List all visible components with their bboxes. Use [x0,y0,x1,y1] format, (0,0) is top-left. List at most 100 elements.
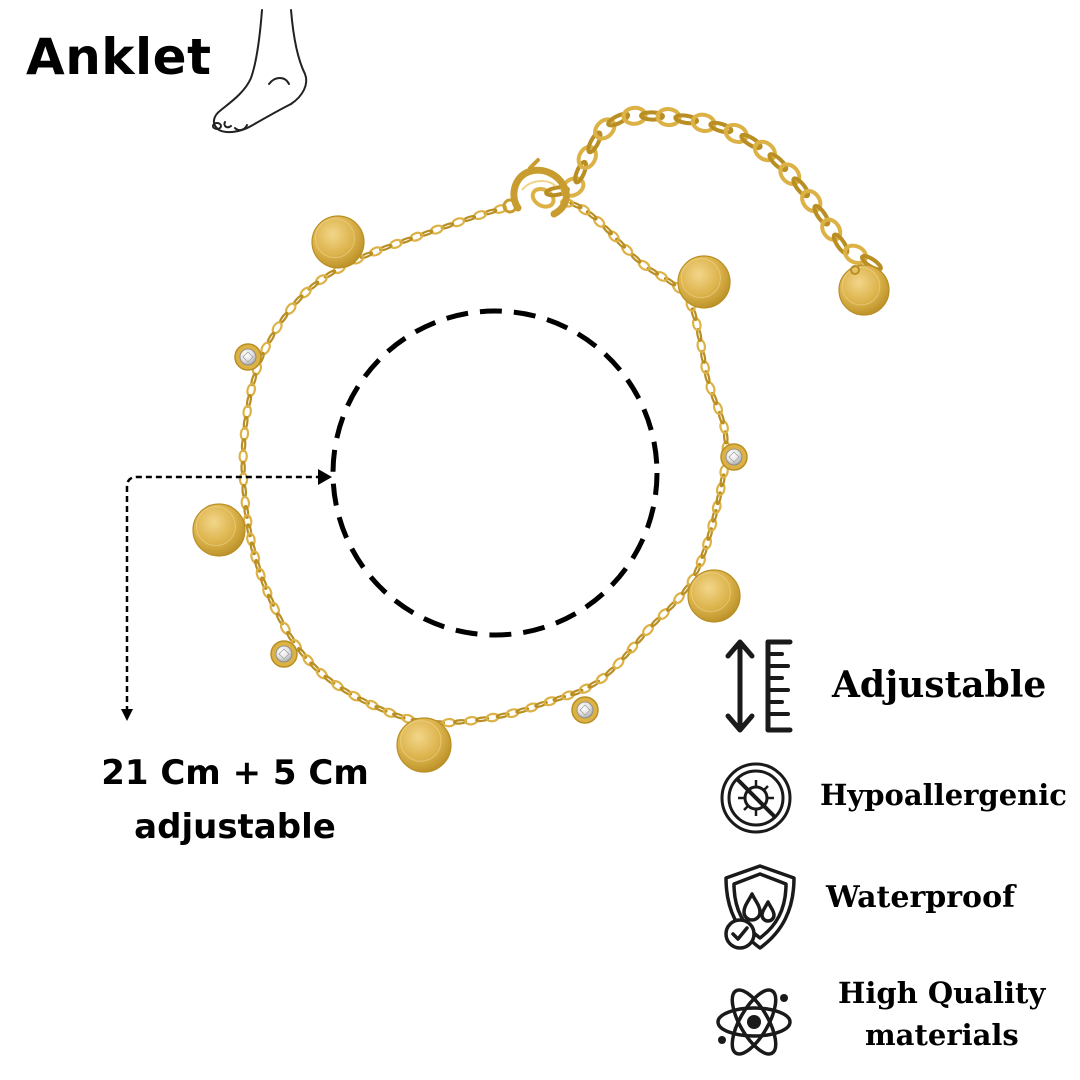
chain-link [323,269,337,279]
chain-link [238,472,249,487]
chain-link [715,491,722,506]
chain-link [706,527,714,541]
chain-link [820,217,843,242]
crystal-charm [234,343,262,371]
chain-link [711,508,718,523]
chain-link [392,712,406,720]
extension-chain [530,105,883,272]
chain-link [552,694,567,702]
ruler-arrow-icon [725,639,793,733]
shield-drop-icon [724,864,796,950]
chain-link [267,593,275,607]
chain-link [570,688,584,697]
chain-link [475,716,490,723]
chain-link [483,208,498,216]
chain-link [339,686,353,696]
feature-waterproof: Waterproof [826,880,1015,915]
lobster-clasp [502,158,570,218]
chain-link [286,630,296,644]
chain-link [673,113,700,126]
anklet-charms [192,215,890,773]
coin-charm [311,215,365,269]
chain-link [379,243,393,252]
chain-link [702,536,713,551]
chain-link [254,558,262,573]
coin-charm [838,264,890,316]
chain-link [739,132,763,150]
no-allergen-icon [720,762,792,834]
chain-link [812,203,831,227]
chain-link [723,122,749,145]
feature-high-quality-line1: High Quality [838,976,1046,1010]
foot-icon [212,9,308,134]
chain-link [359,251,374,260]
chain-link [705,381,716,396]
chain-link [374,705,388,713]
chain-link [297,647,308,659]
chain-link [515,707,530,714]
coin-charm [677,255,731,309]
anklet-chain [238,198,731,728]
chain-link [495,712,510,719]
coin-charm [396,717,452,773]
chain-link [561,690,576,701]
chain-link [778,162,802,186]
chain-link [707,517,718,532]
chain-link [607,230,620,243]
chain-link [723,430,729,445]
coin-charm [192,503,246,557]
chain-link [473,210,487,221]
page-title: Anklet [26,28,212,86]
chain-link [621,243,634,256]
chain-link [690,112,717,133]
chain-link [621,648,632,661]
chain-link [249,541,257,556]
chain-link [703,370,711,384]
chain-link [302,654,315,667]
size-label: 21 Cm + 5 Cm adjustable [90,746,380,854]
chain-link [711,500,722,515]
atom-icon [716,988,792,1056]
chain-link [451,217,466,228]
feature-adjustable: Adjustable [832,664,1047,706]
chain-link [365,699,379,711]
chain-link [241,483,247,499]
chain-link [593,117,617,141]
chain-link [240,460,246,475]
chain-link [260,576,268,590]
chain-link [250,550,261,565]
chain-link [663,276,677,287]
chain-link [693,562,702,577]
chain-link [382,707,397,718]
crystal-charm [720,443,748,471]
size-dashed-circle [330,308,660,638]
chain-link [700,545,708,560]
chain-link [240,495,251,510]
chain-link [715,482,726,497]
size-length: 21 Cm + 5 Cm [101,753,369,793]
chain-link [246,523,253,538]
chain-link [708,120,734,135]
chain-link [719,473,726,488]
chain-link [843,243,868,265]
chain-link [573,159,589,185]
chain-link [569,201,583,210]
chain-link [585,210,598,221]
chain-link [800,188,823,214]
chain-link [309,661,321,673]
chain-link [299,286,312,299]
feature-high-quality-line2: materials [865,1018,1019,1052]
crystal-charm [571,696,599,724]
size-note: adjustable [134,807,336,847]
chain-link [606,111,631,128]
chain-link [695,554,707,568]
chain-link [534,700,548,708]
chain-link [307,280,320,291]
chain-link [655,107,682,128]
coin-charm [687,569,741,623]
chain-link [587,679,601,689]
chain-link [767,152,789,173]
chain-link [323,674,336,685]
chain-link [543,696,558,707]
